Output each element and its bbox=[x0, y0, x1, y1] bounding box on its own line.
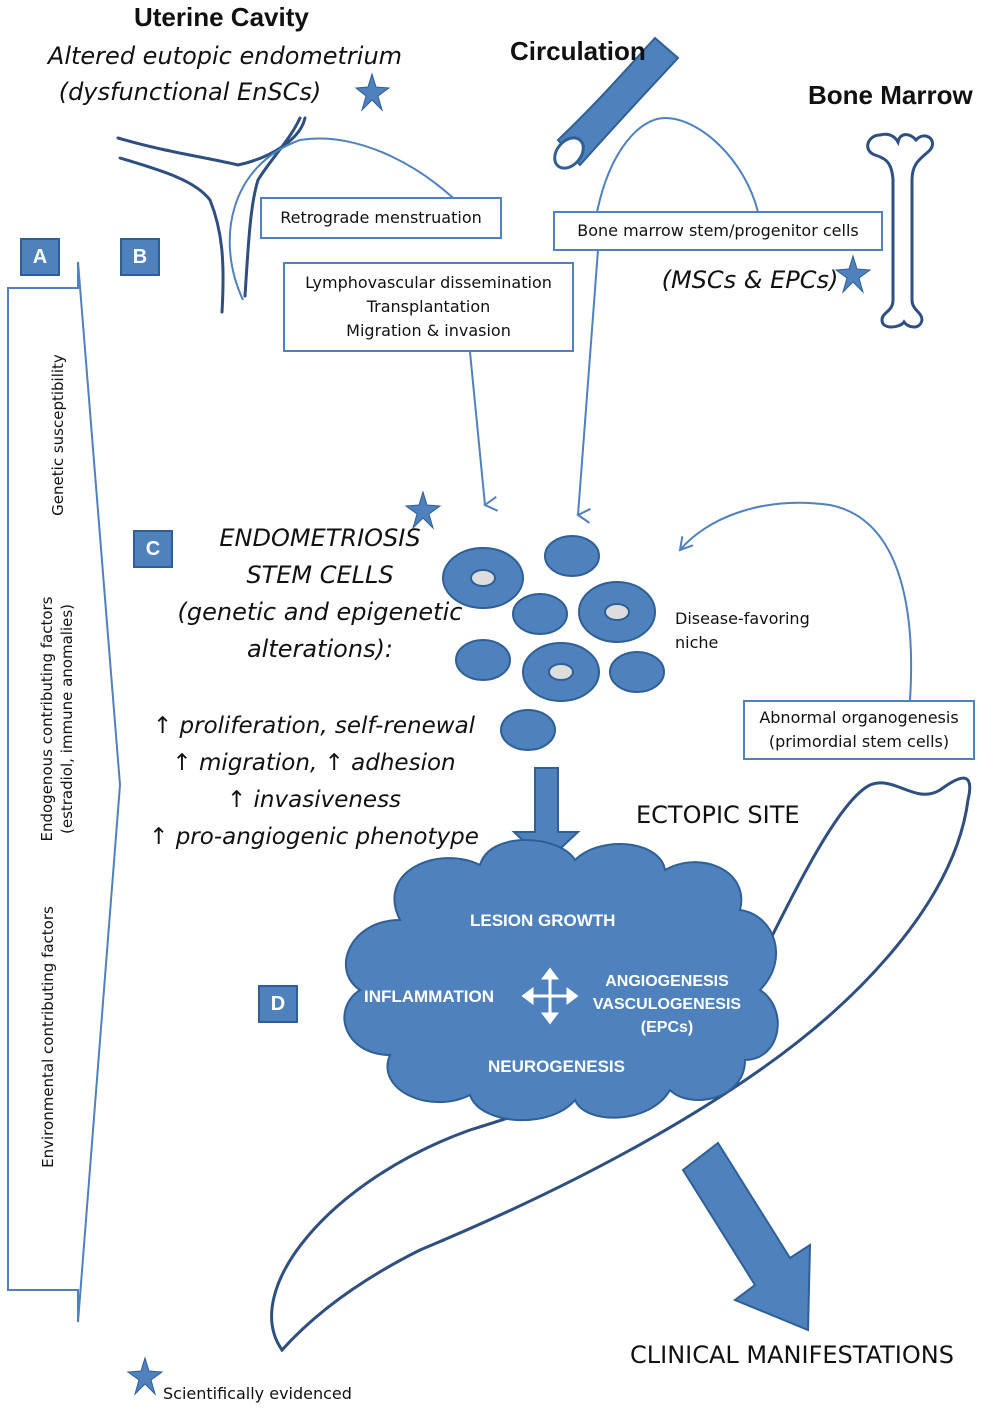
bone-marrow-title: Bone Marrow bbox=[808, 80, 973, 110]
lymphovascular-line: Lymphovascular dissemination bbox=[305, 273, 552, 292]
neurogenesis-label: NEUROGENESIS bbox=[488, 1057, 625, 1076]
niche-line1: Disease-favoring bbox=[675, 609, 810, 628]
angiogenesis-label: ANGIOGENESIS bbox=[605, 973, 729, 990]
ectopic-site-label: ECTOPIC SITE bbox=[636, 801, 800, 829]
stem-title-line3: (genetic and epigenetic bbox=[177, 598, 463, 626]
stem-title-line1: ENDOMETRIOSIS bbox=[219, 524, 421, 552]
bone-marrow-cells-box: Bone marrow stem/progenitor cells bbox=[553, 211, 883, 251]
organogenesis-line2: (primordial stem cells) bbox=[768, 732, 950, 751]
retrograde-menstruation-box: Retrograde menstruation bbox=[260, 197, 502, 239]
organogenesis-line1: Abnormal organogenesis bbox=[759, 708, 959, 727]
section-label-d: D bbox=[258, 985, 298, 1023]
ectopic-membrane bbox=[270, 776, 972, 1353]
blood-vessel-icon bbox=[553, 36, 680, 170]
environmental-factors-label: Environmental contributing factors bbox=[39, 906, 57, 1168]
bone-icon bbox=[866, 132, 934, 329]
factors-bracket bbox=[7, 261, 122, 1323]
effect-invasiveness: ↑ invasiveness bbox=[226, 787, 402, 813]
stem-title-line4: alterations): bbox=[246, 635, 394, 663]
transplantation-line: Transplantation bbox=[366, 297, 491, 316]
niche-label: Disease-favoring niche bbox=[675, 607, 810, 655]
circulation-title: Circulation bbox=[510, 36, 646, 66]
vasculogenesis-label: VASCULOGENESIS bbox=[592, 996, 742, 1013]
genetic-susceptibility-label: Genetic susceptibility bbox=[49, 354, 67, 516]
organogenesis-arrow bbox=[678, 501, 913, 701]
endogenous-line1: Endogenous contributing factors bbox=[38, 596, 56, 842]
endogenous-line2: (estradiol, immune anomalies) bbox=[58, 603, 76, 835]
uterine-subtitle-line1: Altered eutopic endometrium bbox=[47, 42, 403, 70]
uterine-cavity-title: Uterine Cavity bbox=[134, 2, 309, 32]
legend-label: Scientifically evidenced bbox=[163, 1384, 352, 1403]
lesion-growth-label: LESION GROWTH bbox=[470, 911, 616, 930]
uterine-subtitle-line2: (dysfunctional EnSCs) bbox=[58, 78, 322, 106]
organogenesis-box: Abnormal organogenesis (primordial stem … bbox=[743, 700, 975, 760]
star-icon bbox=[126, 1356, 164, 1396]
lesion-cloud bbox=[343, 839, 779, 1121]
stem-cell-cluster bbox=[442, 535, 665, 751]
lymphovascular-box: Lymphovascular dissemination Transplanta… bbox=[283, 262, 574, 352]
bone-marrow-arrow bbox=[576, 249, 599, 524]
uterus-drawing bbox=[116, 116, 307, 314]
stem-title-line2: STEM CELLS bbox=[246, 561, 394, 589]
section-label-b: B bbox=[120, 238, 160, 276]
section-label-c: C bbox=[133, 530, 173, 568]
msc-epc-label: (MSCs & EPCs) bbox=[661, 266, 839, 294]
effect-angiogenic: ↑ pro-angiogenic phenotype bbox=[149, 824, 479, 850]
circulation-arc bbox=[596, 116, 759, 213]
star-icon bbox=[354, 72, 391, 112]
epcs-label: (EPCs) bbox=[640, 1019, 694, 1036]
effect-proliferation: ↑ proliferation, self-renewal bbox=[152, 713, 476, 739]
stem-cells-title: ENDOMETRIOSIS STEM CELLS (genetic and ep… bbox=[120, 520, 520, 668]
migration-line: Migration & invasion bbox=[346, 321, 511, 340]
cross-arrows-icon bbox=[521, 967, 579, 1025]
section-label-a: A bbox=[20, 238, 60, 276]
niche-line2: niche bbox=[675, 633, 719, 652]
clinical-manifestations-label: CLINICAL MANIFESTATIONS bbox=[630, 1341, 954, 1369]
angiogenesis-group: ANGIOGENESIS VASCULOGENESIS (EPCs) bbox=[592, 970, 742, 1039]
clinical-arrow bbox=[681, 1141, 812, 1332]
lymphovascular-arrow bbox=[469, 351, 499, 512]
inflammation-label: INFLAMMATION bbox=[364, 987, 494, 1006]
endogenous-factors-label: Endogenous contributing factors (estradi… bbox=[37, 579, 81, 859]
star-icon bbox=[404, 490, 442, 530]
uterus-connector-arc bbox=[228, 137, 471, 301]
effect-migration: ↑ migration, ↑ adhesion bbox=[172, 750, 456, 776]
big-down-arrow bbox=[511, 767, 581, 864]
stem-cell-effects: ↑ proliferation, self-renewal ↑ migratio… bbox=[118, 708, 510, 856]
star-icon bbox=[834, 254, 872, 294]
